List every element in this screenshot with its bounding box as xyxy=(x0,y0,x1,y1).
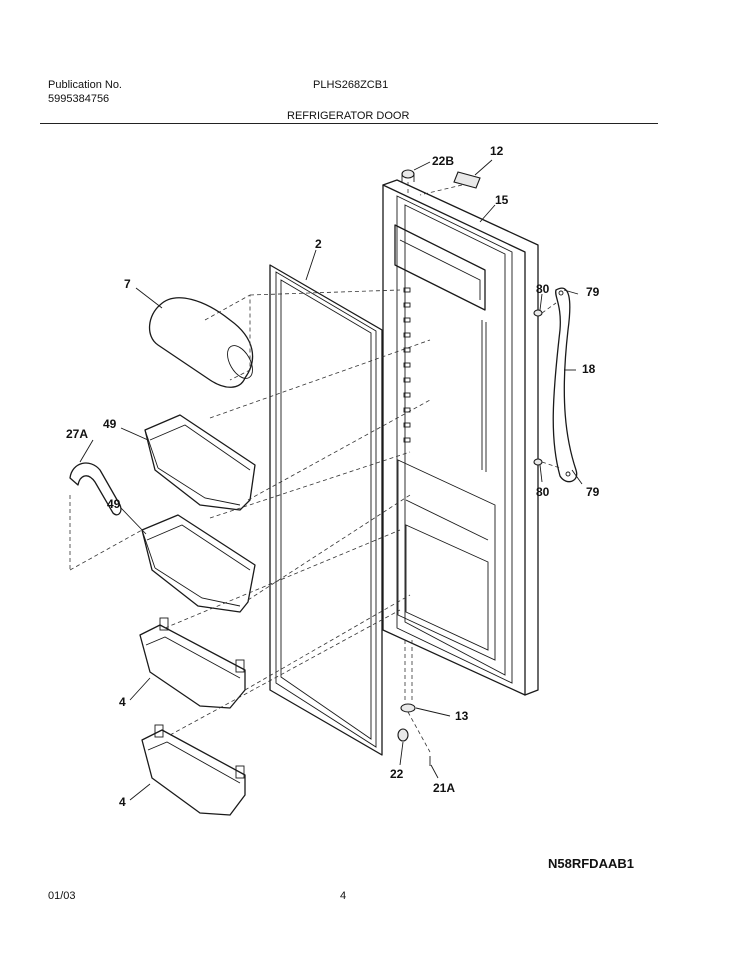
diagram-code: N58RFDAAB1 xyxy=(548,856,634,871)
callout-15: 15 xyxy=(495,193,509,207)
callout-13: 13 xyxy=(455,709,469,723)
door-bin-lower-part xyxy=(141,514,256,613)
bottom-hinge-parts xyxy=(397,640,431,766)
door-handle-part xyxy=(533,287,578,483)
callout-21A: 21A xyxy=(433,781,455,795)
bin-retainer-part xyxy=(69,462,143,571)
door-bin-upper-part xyxy=(144,414,256,511)
door-shelf-rail-right xyxy=(481,320,487,472)
callout-7: 7 xyxy=(124,277,131,291)
dairy-door-part xyxy=(148,297,254,388)
callout-22B: 22B xyxy=(432,154,454,168)
door-rack-lower-part xyxy=(141,724,246,816)
callout-49-upper: 49 xyxy=(103,417,117,431)
callout-80-lower: 80 xyxy=(536,485,550,499)
callout-4-lower: 4 xyxy=(119,795,126,809)
door-shelf-rail-left xyxy=(403,287,411,443)
door-gasket-part xyxy=(269,264,383,756)
callout-leader-lines xyxy=(79,159,583,801)
callout-80-upper: 80 xyxy=(536,282,550,296)
publication-label: Publication No. xyxy=(48,79,122,91)
callout-79-lower: 79 xyxy=(586,485,600,499)
callout-18: 18 xyxy=(582,362,596,376)
callout-4-upper: 4 xyxy=(119,695,126,709)
callout-49-lower: 49 xyxy=(107,497,121,511)
page-number: 4 xyxy=(340,890,347,902)
door-rack-upper-part xyxy=(139,617,246,709)
publication-number: 5995384756 xyxy=(48,93,110,105)
callout-12: 12 xyxy=(490,144,504,158)
callout-22: 22 xyxy=(390,767,404,781)
footer-date: 01/03 xyxy=(48,890,76,902)
callout-79-upper: 79 xyxy=(586,285,600,299)
model-number: PLHS268ZCB1 xyxy=(313,79,389,91)
refrigerator-door-part xyxy=(382,169,539,696)
callout-27A: 27A xyxy=(66,427,88,441)
assembly-guide-lines xyxy=(164,182,463,736)
header-divider xyxy=(40,123,658,124)
callout-2: 2 xyxy=(315,237,322,251)
section-title: REFRIGERATOR DOOR xyxy=(287,110,410,122)
